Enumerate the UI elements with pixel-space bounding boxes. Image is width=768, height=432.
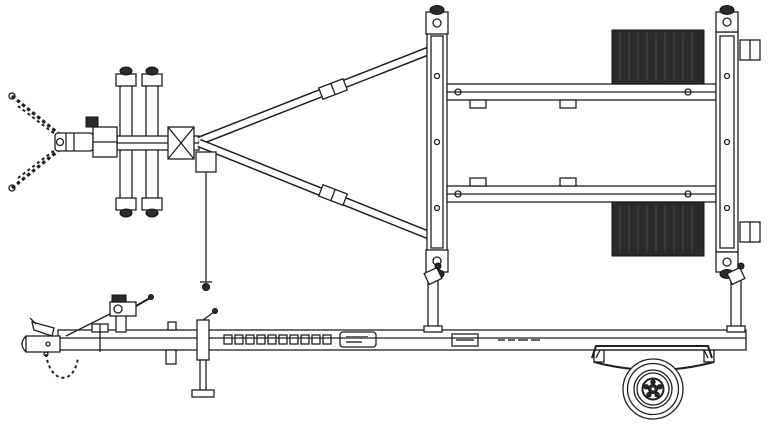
winch-crossmember xyxy=(115,66,163,218)
guide-post-front-top xyxy=(425,5,449,35)
diagonal-clamps xyxy=(317,77,349,207)
fender-top-plan xyxy=(611,29,705,85)
v-frame-beams xyxy=(197,45,433,241)
tongue-jack-side xyxy=(191,308,218,398)
tail-lights-icon xyxy=(739,39,761,243)
guide-post-side-left xyxy=(423,262,443,333)
tongue-jack-plan xyxy=(195,151,217,291)
fender-side xyxy=(591,345,713,359)
guide-post-rear-top xyxy=(715,5,739,33)
wheel xyxy=(622,358,684,420)
winch-post-side xyxy=(65,294,154,337)
coupler-top xyxy=(54,132,94,152)
mast-mount-plate xyxy=(167,126,195,160)
guide-post-side-right xyxy=(726,262,746,333)
main-rails xyxy=(446,83,717,203)
lug-nuts xyxy=(643,379,663,398)
side-view xyxy=(21,262,747,420)
hub-center xyxy=(651,387,655,391)
safety-chain-side-icon xyxy=(43,351,79,379)
coupler-side xyxy=(21,317,61,353)
mid-bracket xyxy=(165,321,177,365)
surge-actuator xyxy=(85,116,118,158)
mid-decal xyxy=(451,333,479,347)
fender-bottom-plan xyxy=(611,201,705,257)
rear-cross-member xyxy=(715,31,739,253)
front-cross-member xyxy=(426,31,448,253)
brand-sticker xyxy=(339,331,377,348)
front-bolt-plate xyxy=(91,323,109,352)
top-view xyxy=(8,5,761,291)
reflective-strip-decal xyxy=(223,334,332,345)
